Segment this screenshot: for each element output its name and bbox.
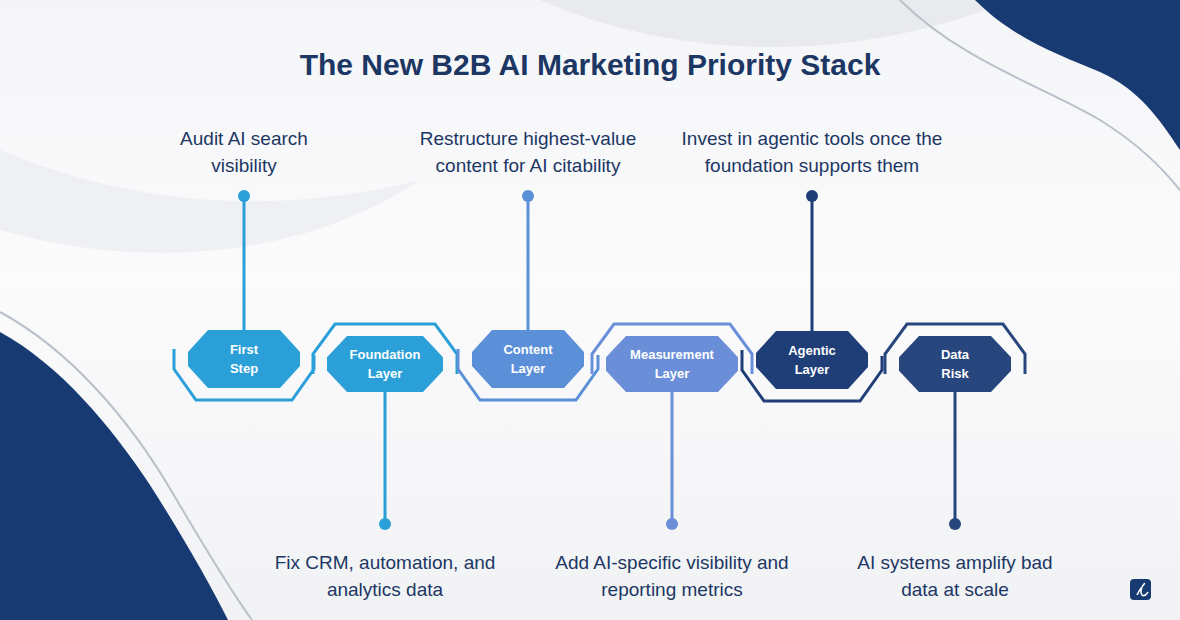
logo [1130, 579, 1151, 600]
layer-hexagon: Measurement LayerAdd AI-specific visibil… [606, 336, 738, 392]
leader-dot [522, 190, 534, 202]
hexagon-shape [606, 336, 738, 392]
layer-name: First Step [222, 340, 267, 378]
hexagon-fill [327, 336, 443, 392]
layer-description: Add AI-specific visibility and reporting… [547, 549, 797, 603]
leader-stem [527, 196, 530, 330]
leader-stem [384, 392, 387, 524]
layer-hexagon: Foundation LayerFix CRM, automation, and… [327, 336, 443, 392]
logo-mark [1137, 584, 1148, 596]
layer-name: Data Risk [933, 345, 978, 383]
leader-stem [954, 392, 957, 524]
hexagon-fill [899, 336, 1011, 392]
layer-hexagon: Agentic LayerInvest in agentic tools onc… [756, 331, 868, 389]
layer-hexagon: Data RiskAI systems amplify bad data at … [899, 336, 1011, 392]
hexagon-fill [188, 330, 300, 388]
gray-wave [0, 150, 420, 253]
diagram-title: The New B2B AI Marketing Priority Stack [0, 48, 1180, 82]
layer-hexagon: First StepAudit AI search visibility [188, 330, 300, 388]
hexagon-shape [327, 336, 443, 392]
leader-dot [806, 190, 818, 202]
layer-description: Invest in agentic tools once the foundat… [672, 125, 952, 179]
hexagon-shape [899, 336, 1011, 392]
layer-name: Measurement Layer [625, 345, 720, 383]
leader-dot [949, 518, 961, 530]
layer-name: Content Layer [496, 340, 561, 378]
hexagon-fill [606, 336, 738, 392]
hexagon-shape [188, 330, 300, 388]
gray-curve [900, 0, 1180, 190]
leader-stem [671, 392, 674, 524]
leader-stem [811, 196, 814, 331]
layer-name: Agentic Layer [780, 341, 845, 379]
layer-hexagon: Content LayerRestructure highest-value c… [472, 330, 584, 388]
gray-wave [540, 0, 1010, 47]
navy-wave [975, 0, 1180, 150]
navy-wave [0, 332, 228, 620]
layer-name: Foundation Layer [345, 345, 425, 383]
leader-dot [666, 518, 678, 530]
layer-description: AI systems amplify bad data at scale [840, 549, 1070, 603]
hexagon-shape [756, 331, 868, 389]
layer-description: Fix CRM, automation, and analytics data [260, 549, 510, 603]
layer-description: Restructure highest-value content for AI… [403, 125, 653, 179]
hexagon-fill [472, 330, 584, 388]
leader-dot [379, 518, 391, 530]
leader-dot [238, 190, 250, 202]
layer-description: Audit AI search visibility [159, 125, 329, 179]
leader-stem [243, 196, 246, 330]
hexagon-shape [472, 330, 584, 388]
hexagon-fill [756, 331, 868, 389]
